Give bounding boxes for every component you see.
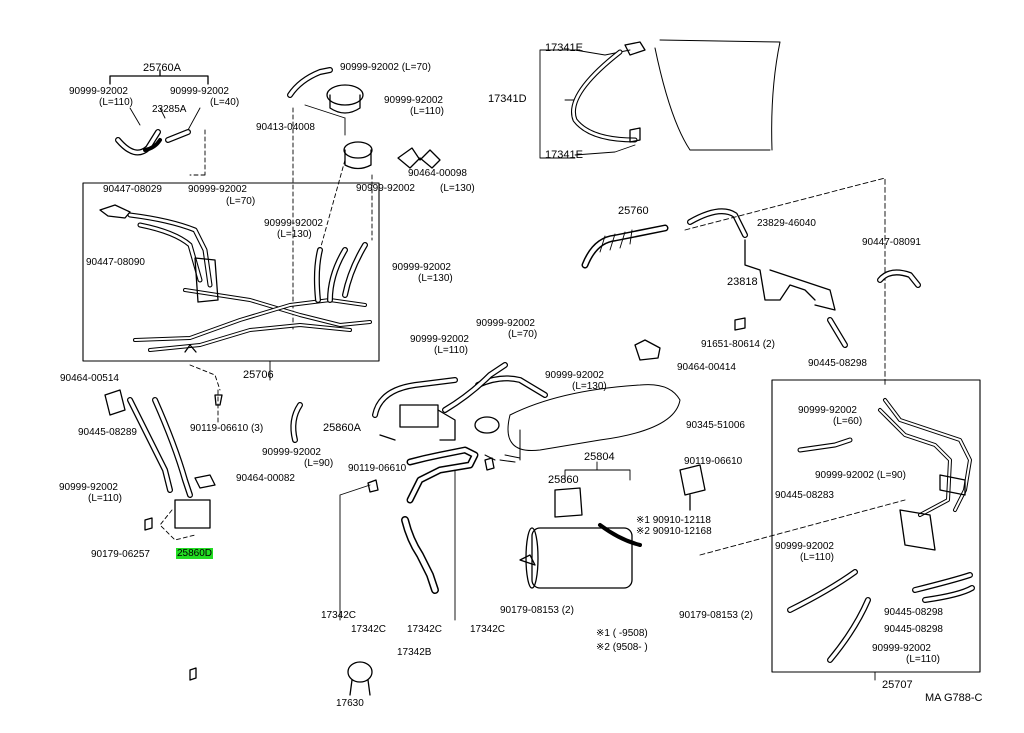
part-label: 90999-92002 bbox=[798, 405, 857, 416]
part-label: ※2 90910-12168 bbox=[636, 526, 712, 537]
part-label: 90999-92002 bbox=[545, 370, 604, 381]
part-label: (L=70) bbox=[508, 329, 538, 340]
part-label: 17342C bbox=[407, 624, 443, 635]
legend-note: ※1 ( -9508) ※2 (9508- ) bbox=[596, 627, 648, 655]
legend-row-1: ※1 ( -9508) bbox=[596, 627, 648, 641]
part-label: 23818 bbox=[727, 276, 758, 288]
part-label: 90999-92002 bbox=[188, 184, 247, 195]
part-label: 90999-92002 bbox=[872, 643, 931, 654]
part-label: 25760 bbox=[618, 205, 649, 217]
part-label: 17630 bbox=[336, 698, 364, 709]
part-label: (L=110) bbox=[99, 97, 134, 108]
part-label: 90999-92002 bbox=[476, 318, 535, 329]
part-label: (L=110) bbox=[434, 345, 469, 356]
part-label: (L=130) bbox=[418, 273, 453, 284]
legend-range: ( -9508) bbox=[612, 628, 648, 639]
part-label: 90445-08298 bbox=[884, 624, 943, 635]
part-label: 17342C bbox=[470, 624, 506, 635]
legend-row-2: ※2 (9508- ) bbox=[596, 641, 648, 655]
part-label: 90179-08153 (2) bbox=[679, 610, 753, 621]
part-label: 90464-00082 bbox=[236, 473, 295, 484]
legend-mark: ※2 bbox=[596, 642, 610, 653]
highlighted-part-label-25860d: 25860D bbox=[176, 548, 214, 559]
part-label: (L=110) bbox=[88, 493, 123, 504]
part-label: 90179-06257 bbox=[91, 549, 150, 560]
part-label: 90447-08029 bbox=[103, 184, 162, 195]
part-label: 90445-08283 bbox=[775, 490, 834, 501]
legend-mark: ※1 bbox=[596, 628, 610, 639]
part-label: 90345-51006 bbox=[686, 420, 745, 431]
part-label: ※1 90910-12118 bbox=[636, 515, 711, 526]
part-label: (L=110) bbox=[410, 106, 445, 117]
part-label: (L=130) bbox=[440, 183, 475, 194]
part-label: 90119-06610 bbox=[348, 463, 407, 474]
part-label: 25804 bbox=[584, 451, 615, 463]
part-label: (L=130) bbox=[277, 229, 312, 240]
part-label: 90447-08091 bbox=[862, 237, 921, 248]
part-label: 90999-92002 bbox=[170, 86, 229, 97]
part-label: (L=110) bbox=[906, 654, 941, 665]
legend-range: (9508- ) bbox=[612, 642, 648, 653]
part-label: 90464-00514 bbox=[60, 373, 119, 384]
part-label: 90464-00098 bbox=[408, 168, 467, 179]
part-label: 23829-46040 bbox=[757, 218, 816, 229]
part-label: 90119-06610 bbox=[684, 456, 743, 467]
part-label: 90999-92002 bbox=[59, 482, 118, 493]
part-label: 25707 bbox=[882, 679, 913, 691]
part-label-25760a: 25760A bbox=[143, 62, 181, 74]
part-label: 90179-08153 (2) bbox=[500, 605, 574, 616]
part-label: 17342C bbox=[321, 610, 357, 621]
part-label: 90999-92002 bbox=[775, 541, 834, 552]
part-label: 17342C bbox=[351, 624, 387, 635]
part-label: 17342B bbox=[397, 647, 432, 658]
part-label: 90999-92002 (L=90) bbox=[815, 470, 906, 481]
part-label: (L=60) bbox=[833, 416, 863, 427]
part-label: 90999-92002 (L=70) bbox=[340, 62, 431, 73]
part-label: 90445-08298 bbox=[808, 358, 867, 369]
part-label: 90447-08090 bbox=[86, 257, 145, 268]
part-label: 90999-92002 bbox=[69, 86, 128, 97]
part-label: 90999-92002 bbox=[392, 262, 451, 273]
part-label: 90999-92002 bbox=[356, 183, 415, 194]
part-label: (L=70) bbox=[226, 196, 256, 207]
diagram-id: MA G788-C bbox=[925, 692, 983, 704]
part-label: 17341E bbox=[545, 149, 583, 161]
part-label: 25706 bbox=[243, 369, 274, 381]
part-label: 90445-08289 bbox=[78, 427, 137, 438]
part-label: (L=130) bbox=[572, 381, 607, 392]
part-label: 91651-80614 (2) bbox=[701, 339, 775, 350]
part-label: 90999-92002 bbox=[410, 334, 469, 345]
part-label: 25860A bbox=[323, 422, 361, 434]
part-label: 90119-06610 (3) bbox=[190, 423, 264, 434]
highlighted-part: 25860D bbox=[176, 548, 214, 559]
part-label: 90464-00414 bbox=[677, 362, 736, 373]
part-label: 17341E bbox=[545, 42, 583, 54]
part-label: 25860 bbox=[548, 474, 579, 486]
part-label: (L=90) bbox=[304, 458, 334, 469]
part-label: 90999-92002 bbox=[384, 95, 443, 106]
part-label: 23285A bbox=[152, 104, 187, 115]
part-label: (L=110) bbox=[800, 552, 835, 563]
part-label: (L=40) bbox=[210, 97, 240, 108]
part-label: 90999-92002 bbox=[262, 447, 321, 458]
part-label: 90999-92002 bbox=[264, 218, 323, 229]
part-label: 17341D bbox=[488, 93, 527, 105]
part-label: 90445-08298 bbox=[884, 607, 943, 618]
part-label: 90413-04008 bbox=[256, 122, 315, 133]
